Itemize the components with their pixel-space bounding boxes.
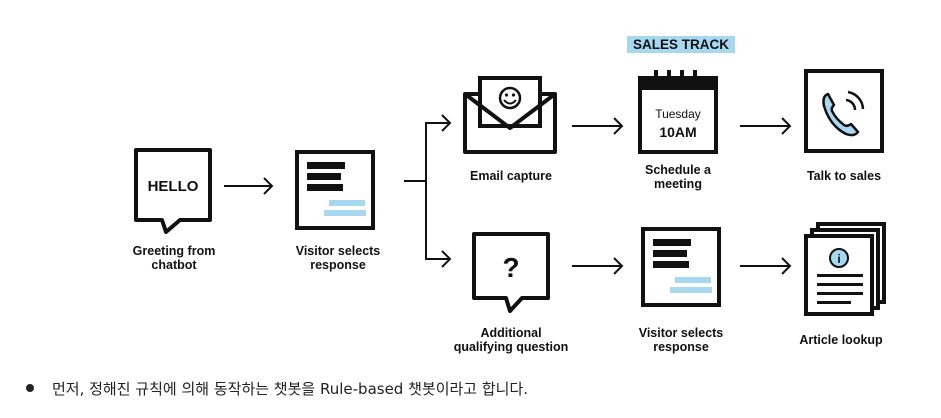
response-card-icon-2 xyxy=(641,227,721,307)
label-article-lookup: Article lookup xyxy=(799,333,883,347)
arrow-selects-to-article xyxy=(740,257,792,275)
arrow-email-to-schedule xyxy=(572,117,624,135)
label-schedule: Schedule a meeting xyxy=(645,163,711,191)
label-visitor-selects-2: Visitor selects response xyxy=(638,326,724,354)
calendar-day: Tuesday xyxy=(655,107,701,121)
hello-bubble-icon: HELLO xyxy=(134,148,212,234)
phone-icon xyxy=(804,69,884,153)
question-mark: ? xyxy=(502,252,519,283)
envelope-smiley-icon xyxy=(463,76,557,154)
response-card-icon xyxy=(295,150,375,230)
sales-track-tag: SALES TRACK xyxy=(627,36,735,53)
info-mark: i xyxy=(837,252,840,266)
hello-text: HELLO xyxy=(148,178,199,195)
caption-text: 먼저, 정해진 규칙에 의해 동작하는 챗봇을 Rule-based 챗봇이라고… xyxy=(52,379,529,398)
arrow-schedule-to-sales xyxy=(740,117,792,135)
chatbot-flow-diagram: HELLO Tuesday 10AM xyxy=(134,69,886,316)
label-email-capture: Email capture xyxy=(470,169,552,183)
arrow-branch-bottom xyxy=(404,180,452,268)
article-stack-icon: i xyxy=(804,222,886,316)
label-additional-question: Additional qualifying question xyxy=(453,326,569,354)
arrow-question-to-selects xyxy=(572,257,624,275)
calendar-icon: Tuesday 10AM xyxy=(638,70,718,154)
bullet-icon xyxy=(26,384,34,392)
arrow-greeting-to-selects xyxy=(224,177,274,195)
label-talk-to-sales: Talk to sales xyxy=(806,169,882,183)
question-bubble-icon: ? xyxy=(472,232,550,313)
calendar-time: 10AM xyxy=(659,124,696,140)
label-greeting: Greeting from chatbot xyxy=(132,244,216,272)
caption-bullet: 먼저, 정해진 규칙에 의해 동작하는 챗봇을 Rule-based 챗봇이라고… xyxy=(26,376,528,400)
label-visitor-selects-1: Visitor selects response xyxy=(295,244,381,272)
